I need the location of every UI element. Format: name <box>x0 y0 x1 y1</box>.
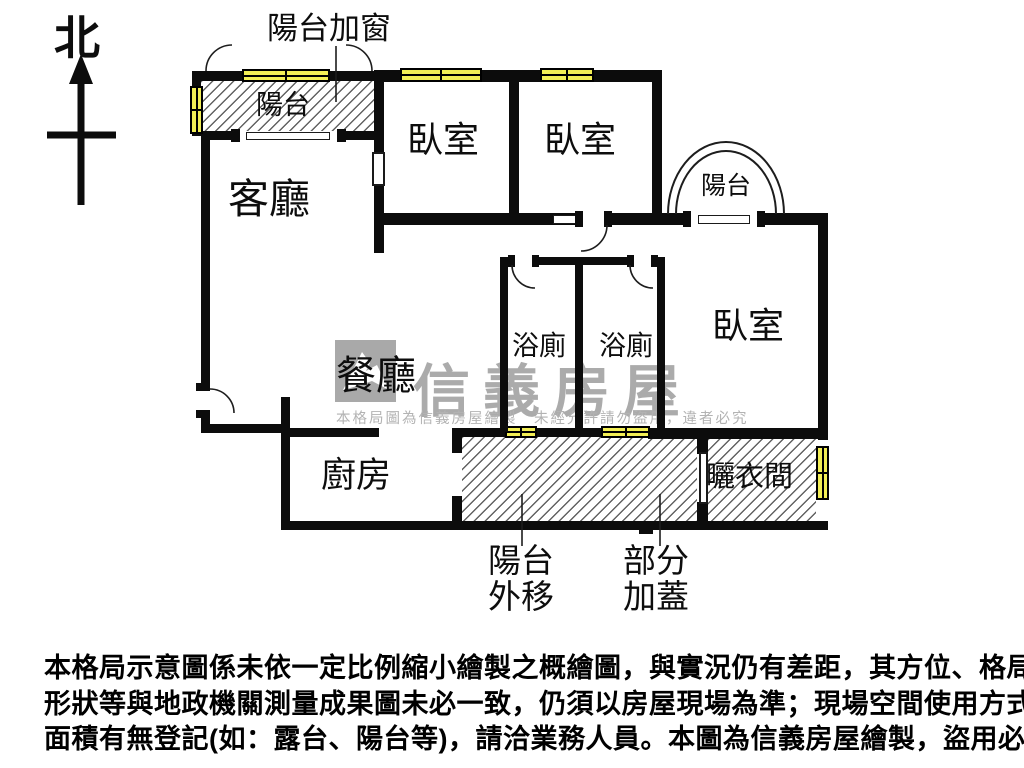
wall-segment <box>480 70 542 82</box>
wall-stub <box>452 428 462 453</box>
room-label-balcony-arc: 陽台 <box>701 171 752 200</box>
room-label-bedroom-a: 臥室 <box>407 120 480 161</box>
wall-segment <box>607 213 687 225</box>
sliding-door <box>246 132 330 140</box>
door-post <box>196 383 210 391</box>
watermark-logo <box>335 340 396 402</box>
door-post <box>231 129 240 142</box>
door-post <box>508 255 515 267</box>
bath-window <box>505 426 537 438</box>
balcony-top-hatch <box>201 81 377 131</box>
door-post <box>337 129 346 142</box>
wall-segment <box>201 424 290 433</box>
wall-segment <box>818 213 828 440</box>
north-label: 北 <box>54 11 100 65</box>
door-post <box>575 211 583 227</box>
wall-segment <box>288 428 379 437</box>
wall-segment <box>374 213 581 225</box>
room-label-drying: 曬衣間 <box>706 459 794 493</box>
watermark-logo-glyph <box>343 352 389 390</box>
wall-stub <box>697 437 708 454</box>
wall-segment <box>535 257 630 265</box>
callout-partial-cover-2: 加蓋 <box>623 577 689 616</box>
wall-segment <box>648 428 828 439</box>
wall-segment <box>592 70 662 82</box>
door-swing-arcs <box>205 44 654 414</box>
balcony-moved-hatch <box>462 437 697 521</box>
wall-segment <box>509 82 519 213</box>
callout-partial-cover-1: 部分 <box>623 541 689 580</box>
wall-segment <box>657 257 665 432</box>
callout-leader-lines <box>335 46 661 546</box>
balcony-window <box>190 86 203 134</box>
wall-segment <box>281 397 290 530</box>
wall-segment <box>500 257 508 432</box>
bath-window <box>601 426 650 438</box>
wall-segment <box>328 71 377 81</box>
wall-stub <box>639 523 653 534</box>
wall-segment <box>344 131 377 140</box>
disclaimer-line-1: 本格局示意圖係未依一定比例縮小繪製之概繪圖，與實況仍有差距，其方位、格局、 <box>44 653 1024 683</box>
wall-segment <box>500 257 512 265</box>
wall-stub <box>452 496 462 523</box>
room-label-bedroom-b: 臥室 <box>544 120 617 161</box>
watermark-brand: 信義房屋 <box>413 358 693 425</box>
wall-niche <box>372 152 385 186</box>
wall-stub <box>697 502 708 528</box>
room-label-balcony-top: 陽台 <box>256 90 310 121</box>
wall-segment <box>201 414 210 428</box>
sliding-door <box>698 215 750 224</box>
room-label-bath-b: 浴廁 <box>599 331 653 362</box>
wall-segment <box>281 521 828 530</box>
room-label-kitchen: 廚房 <box>321 456 392 496</box>
disclaimer-line-2: 形狀等與地政機關測量成果圖未必一致，仍須以房屋現場為準；現場空間使用方式及 <box>44 689 1024 719</box>
balcony-window <box>242 69 330 82</box>
wall-segment <box>374 70 402 82</box>
callout-balcony-moved-2: 外移 <box>488 577 554 616</box>
room-label-living: 客廳 <box>228 175 310 223</box>
wall-segment <box>462 428 507 437</box>
room-label-bedroom-c: 臥室 <box>712 306 785 347</box>
arc-balcony-outline <box>667 141 785 215</box>
disclaimer-line-3: 面積有無登記(如：露台、陽台等)，請洽業務人員。本圖為信義房屋繪製，盜用必究。 <box>44 724 1024 754</box>
note-balcony-window: 陽台加窗 <box>267 11 391 47</box>
door-post <box>651 255 658 267</box>
drying-room-hatch <box>708 439 816 521</box>
wall-segment <box>652 70 662 225</box>
door-post <box>683 211 691 227</box>
wall-segment <box>201 71 245 81</box>
door-post <box>757 211 765 227</box>
room-label-dining: 餐廳 <box>336 353 416 399</box>
watermark-notice: 本格局圖為信義房屋繪製 未經允許請勿盜用，違者必究 <box>336 411 749 427</box>
drying-room-door <box>699 452 708 504</box>
room-label-bath-a: 浴廁 <box>512 331 566 362</box>
callout-balcony-moved-1: 陽台 <box>488 541 554 580</box>
wall-segment <box>535 428 603 437</box>
bedroom-window <box>400 68 482 82</box>
door-post <box>604 211 612 227</box>
bedroom-window <box>540 68 594 82</box>
wall-segment <box>201 131 235 140</box>
north-arrow <box>47 54 116 205</box>
door-post <box>627 255 634 267</box>
wall-segment <box>653 257 665 265</box>
drying-room-window <box>816 446 829 500</box>
door-post <box>532 255 539 267</box>
wall-segment <box>762 213 828 225</box>
wall-segment <box>201 131 210 387</box>
wall-segment <box>575 257 583 432</box>
